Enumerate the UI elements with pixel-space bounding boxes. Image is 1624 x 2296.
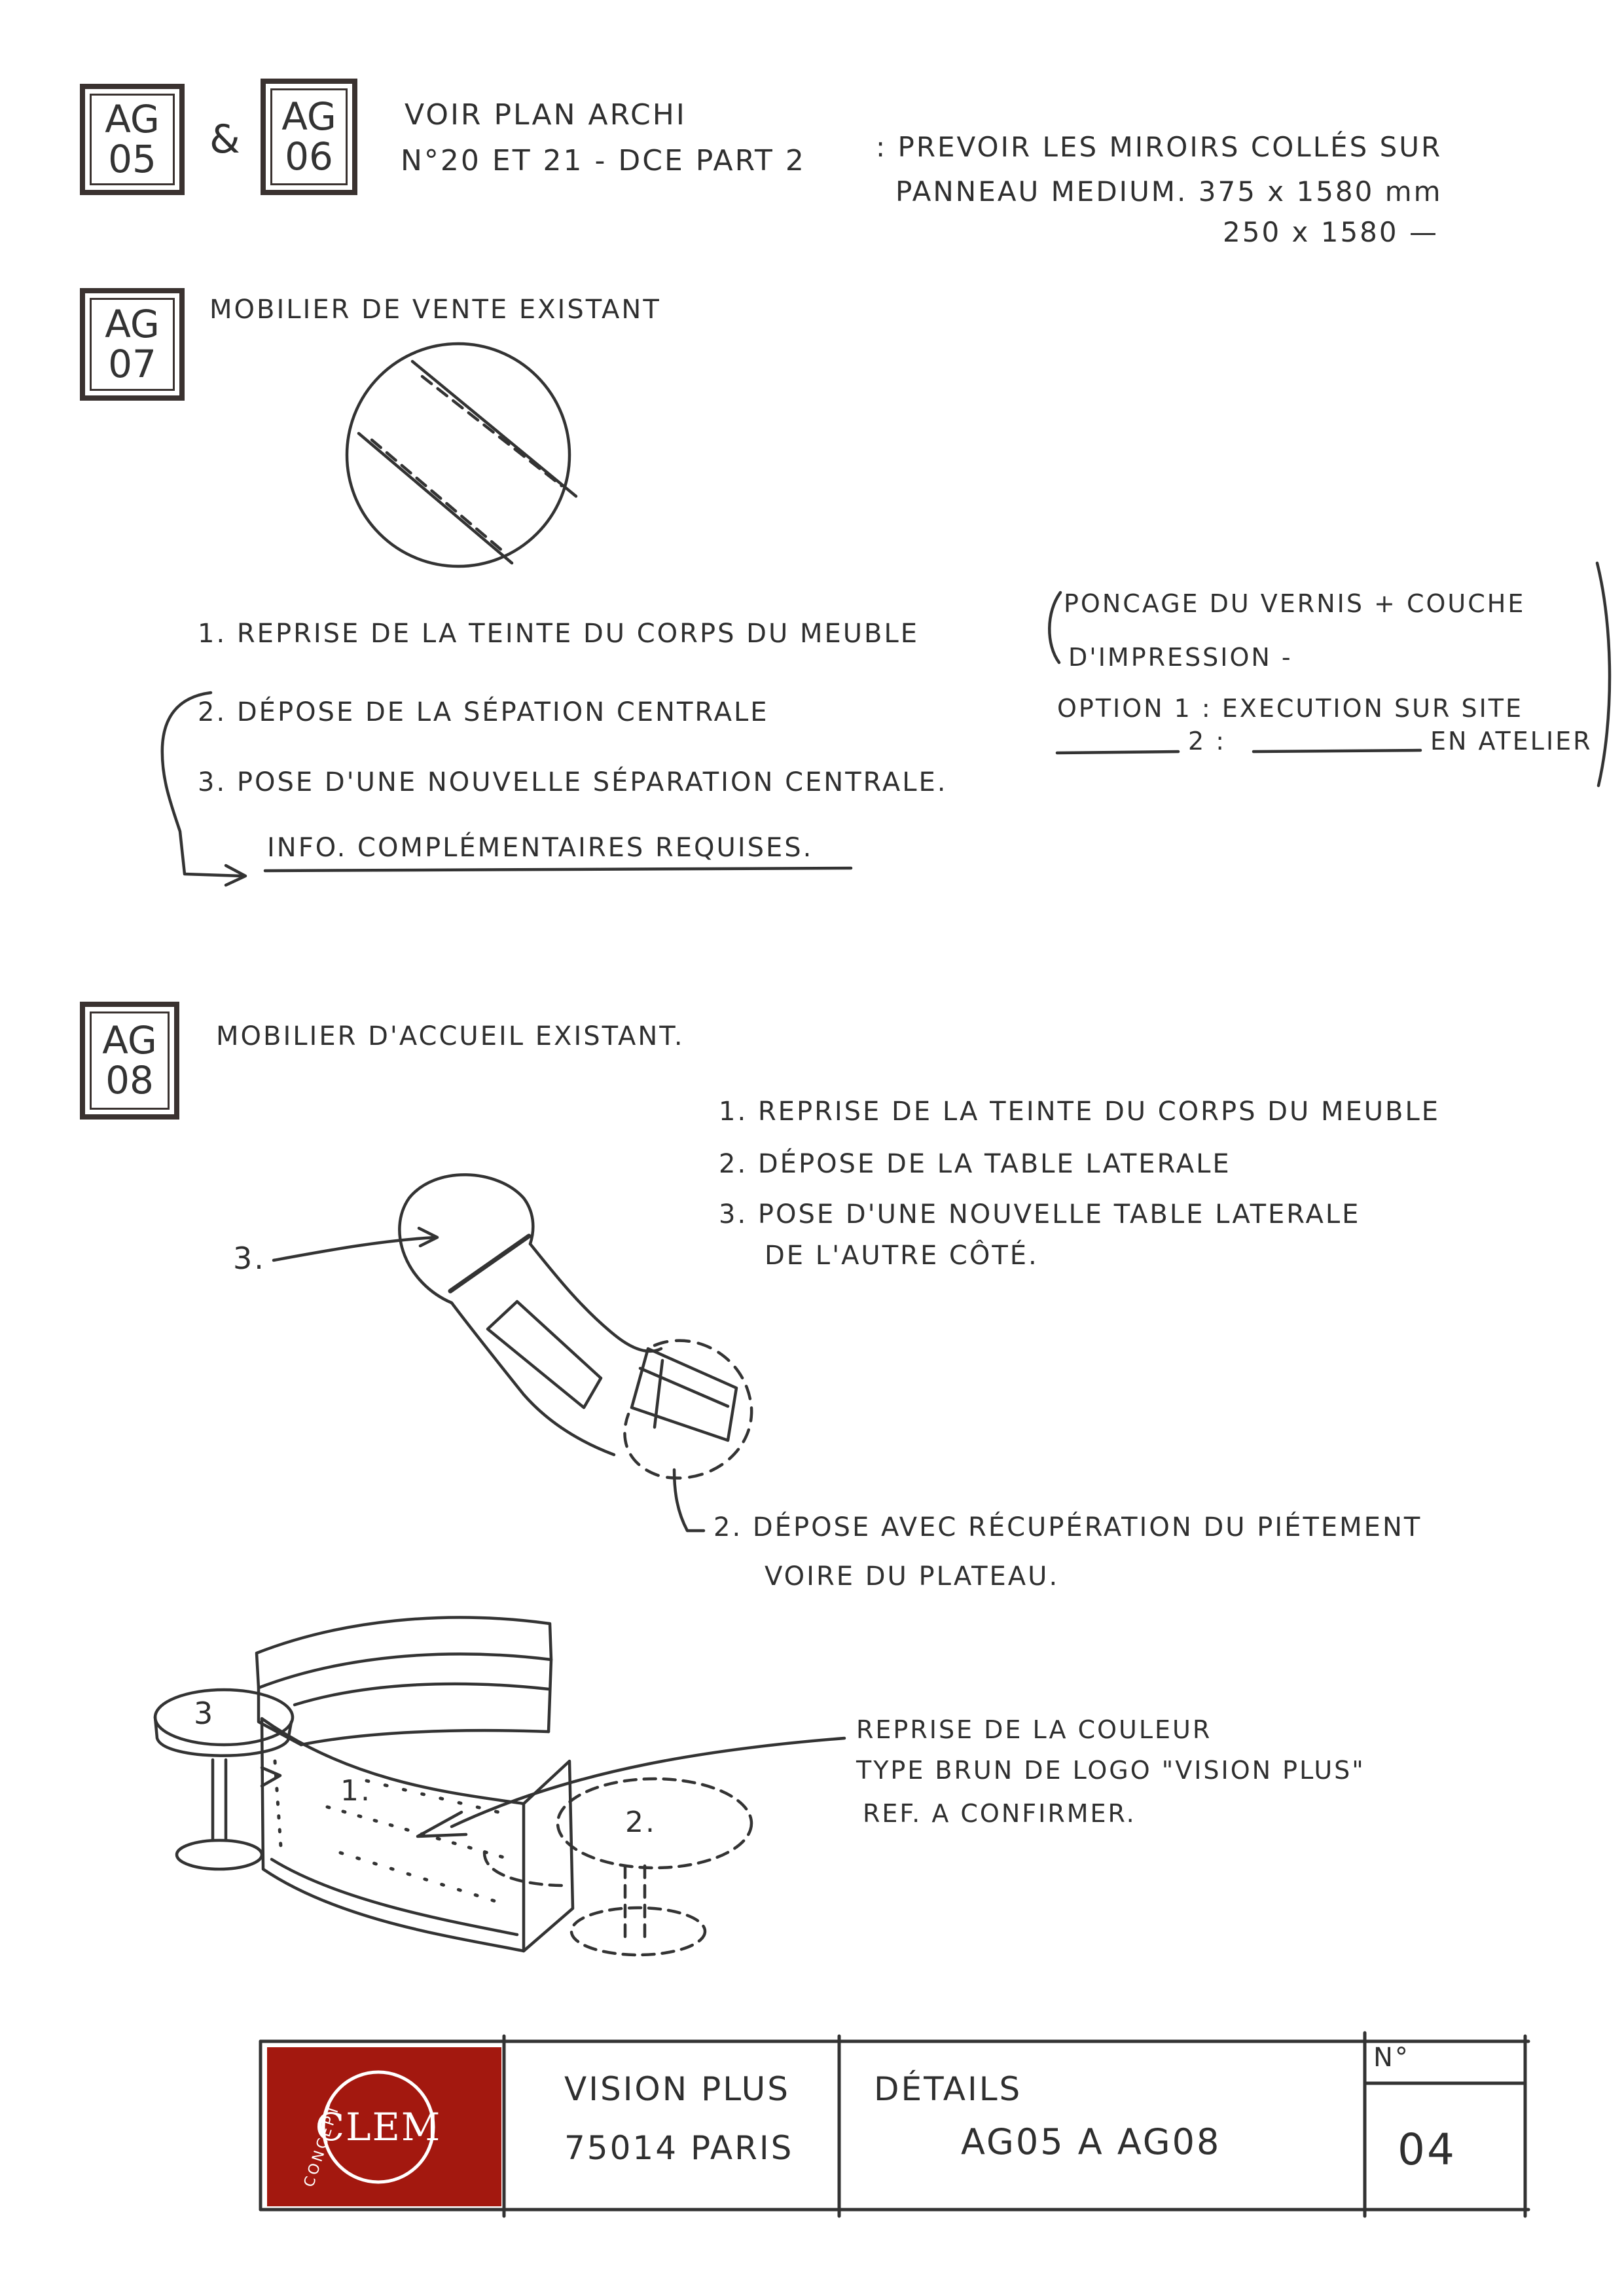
s2-paren-line2: D'IMPRESSION - (1068, 643, 1293, 672)
label3-arrow-head (417, 1226, 439, 1248)
tag-ag07-line1: AG (105, 302, 160, 347)
s3-label3: 3. (233, 1241, 266, 1276)
s2-item1: 1. REPRISE DE LA TEINTE DU CORPS DU MEUB… (198, 619, 920, 649)
s2-item2: 2. DÉPOSE DE LA SÉPATION CENTRALE (198, 697, 769, 727)
client-line1: VISION PLUS (564, 2070, 790, 2108)
tag-ag06-line1: AG (281, 94, 336, 139)
tag-ag05: AG 05 (80, 84, 185, 195)
s1-line2: N°20 ET 21 - DCE PART 2 (401, 144, 806, 177)
s3-item3b: DE L'AUTRE CÔTÉ. (765, 1241, 1039, 1271)
s2-item3: 3. POSE D'UNE NOUVELLE SÉPARATION CENTRA… (198, 767, 948, 797)
iso-label2: 2. (625, 1806, 657, 1839)
right-paren (1595, 561, 1612, 788)
info-arrow-head (224, 864, 247, 887)
label3-arrow (272, 1235, 437, 1262)
clem-logo-mark: CLEM CONCEPT (301, 2070, 442, 2189)
tag-ag08-line1: AG (102, 1018, 157, 1063)
tag-ag07-line2: 07 (108, 342, 156, 386)
details-label: DÉTAILS (874, 2070, 1022, 2108)
tag-ag06-line2: 06 (285, 134, 333, 179)
title-block-frame (259, 2031, 1530, 2218)
s1-note-line3: 250 x 1580 — (1223, 216, 1439, 248)
tag-ag05-line2: 05 (108, 137, 156, 181)
note2-leader (672, 1468, 706, 1533)
s3-title: MOBILIER D'ACCUEIL EXISTANT. (216, 1021, 685, 1051)
s2-option2: EN ATELIER (1430, 727, 1593, 756)
s2-title: MOBILIER DE VENTE EXISTANT (209, 295, 661, 325)
s2-option1: OPTION 1 : EXECUTION SUR SITE (1057, 694, 1523, 723)
s2-paren-line1: PONCAGE DU VERNIS + COUCHE (1064, 589, 1526, 618)
iso-label3: 3 (194, 1696, 215, 1731)
client-line2: 75014 PARIS (564, 2129, 794, 2167)
reception-desk-isometric (153, 1616, 846, 1957)
tag-ag06: AG 06 (261, 79, 357, 195)
sales-furniture-top-view (345, 342, 578, 568)
s1-note-line2: PANNEAU MEDIUM. 375 x 1580 mm (895, 175, 1443, 208)
s3-item2: 2. DÉPOSE DE LA TABLE LATERALE (719, 1149, 1231, 1179)
s3-note2b: VOIRE DU PLATEAU. (765, 1561, 1060, 1592)
company-logo: CLEM CONCEPT (267, 2047, 501, 2206)
option2-dash-right (1252, 748, 1422, 754)
s2-info: INFO. COMPLÉMENTAIRES REQUISES. (267, 833, 814, 863)
s3-item1: 1. REPRISE DE LA TEINTE DU CORPS DU MEUB… (719, 1097, 1441, 1127)
info-underline (263, 866, 853, 873)
number-value: 04 (1398, 2124, 1456, 2175)
number-label: N° (1373, 2043, 1410, 2073)
details-range: AG05 A AG08 (961, 2121, 1221, 2162)
logo-mark-text: CLEM (316, 2105, 442, 2149)
s2-option2-num: 2 : (1188, 727, 1227, 756)
tag-ag07: AG 07 (80, 288, 185, 401)
left-paren (1048, 591, 1062, 665)
ampersand: & (209, 117, 242, 162)
tag-ag05-line1: AG (105, 97, 160, 142)
s3-item3a: 3. POSE D'UNE NOUVELLE TABLE LATERALE (719, 1199, 1361, 1230)
tag-ag08-line2: 08 (105, 1058, 154, 1102)
option2-dash-left (1055, 750, 1180, 755)
tag-ag08: AG 08 (80, 1002, 179, 1120)
s1-line1: VOIR PLAN ARCHI (405, 98, 687, 132)
svg-text:CLEM: CLEM (316, 2105, 442, 2149)
iso-label1: 1. (340, 1774, 372, 1808)
left-brace (160, 691, 244, 878)
s1-note-line1: : PREVOIR LES MIROIRS COLLÉS SUR (876, 131, 1443, 163)
s3-note2a: 2. DÉPOSE AVEC RÉCUPÉRATION DU PIÉTEMENT (713, 1512, 1422, 1542)
color-line3: REF. A CONFIRMER. (863, 1799, 1136, 1828)
color-line2: TYPE BRUN DE LOGO "VISION PLUS" (856, 1756, 1365, 1785)
reception-furniture-top-view (398, 1173, 753, 1480)
color-line1: REPRISE DE LA COULEUR (856, 1715, 1212, 1744)
